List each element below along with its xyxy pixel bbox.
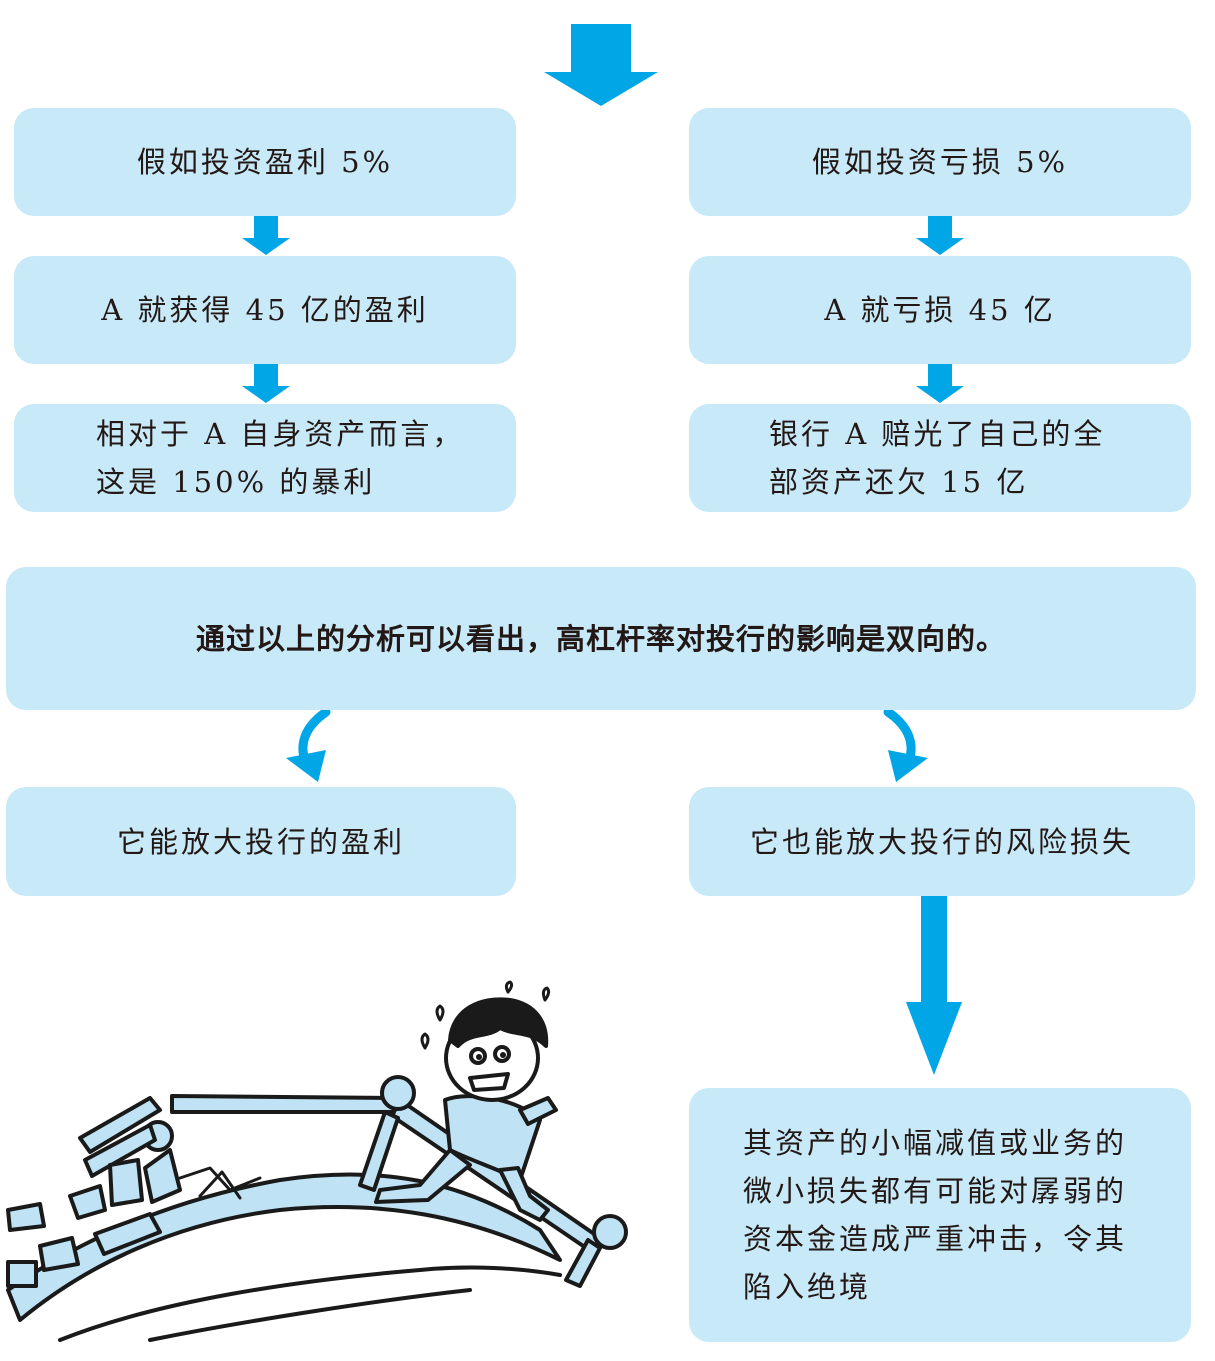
loss-step-1-text: 假如投资亏损 5%: [811, 145, 1069, 179]
arrow-down-icon: [916, 216, 964, 255]
profit-step-1-text: 假如投资盈利 5%: [136, 145, 394, 179]
curved-arrow-icon: [883, 707, 928, 782]
profit-step-1: 假如投资盈利 5%: [14, 108, 516, 216]
profit-step-2: A 就获得 45 亿的盈利: [14, 256, 516, 364]
panicked-man-illustration: [374, 980, 558, 1222]
effect-right-box: 它也能放大投行的风险损失: [689, 787, 1195, 896]
profit-step-2-text: A 就获得 45 亿的盈利: [101, 293, 429, 327]
effect-left-text: 它能放大投行的盈利: [116, 824, 405, 859]
profit-step-3-line-1: 相对于 A 自身资产而言，: [96, 417, 465, 451]
effect-right-text: 它也能放大投行的风险损失: [749, 824, 1134, 859]
loss-step-3-line-2: 部资产还欠 15 亿: [769, 465, 1029, 499]
risk-line-2: 微小损失都有可能对孱弱的: [743, 1174, 1128, 1208]
profit-step-3-line-2: 这是 150% 的暴利: [96, 465, 376, 499]
risk-line-1: 其资产的小幅减值或业务的: [743, 1126, 1128, 1160]
conclusion-text: 通过以上的分析可以看出，高杠杆率对投行的影响是双向的。: [195, 621, 1006, 656]
loss-step-1: 假如投资亏损 5%: [689, 108, 1191, 216]
arrow-down-icon: [242, 216, 290, 255]
loss-step-3: 银行 A 赔光了自己的全 部资产还欠 15 亿: [689, 404, 1191, 512]
loss-step-2: A 就亏损 45 亿: [689, 256, 1191, 364]
risk-box: 其资产的小幅减值或业务的 微小损失都有可能对孱弱的 资本金造成严重冲击，令其 陷…: [689, 1088, 1191, 1342]
risk-line-4: 陷入绝境: [743, 1270, 872, 1304]
risk-line-3: 资本金造成严重冲击，令其: [743, 1222, 1128, 1256]
effect-left-box: 它能放大投行的盈利: [6, 787, 516, 896]
arrow-down-icon: [544, 24, 658, 106]
conclusion-box: 通过以上的分析可以看出，高杠杆率对投行的影响是双向的。: [6, 567, 1196, 710]
arrow-down-icon: [916, 364, 964, 403]
arrow-down-icon: [906, 896, 962, 1075]
loss-step-3-line-1: 银行 A 赔光了自己的全: [769, 417, 1106, 451]
profit-step-3: 相对于 A 自身资产而言， 这是 150% 的暴利: [14, 404, 516, 512]
curved-arrow-icon: [286, 707, 331, 782]
loss-step-2-text: A 就亏损 45 亿: [824, 293, 1056, 327]
arrow-down-icon: [242, 364, 290, 403]
